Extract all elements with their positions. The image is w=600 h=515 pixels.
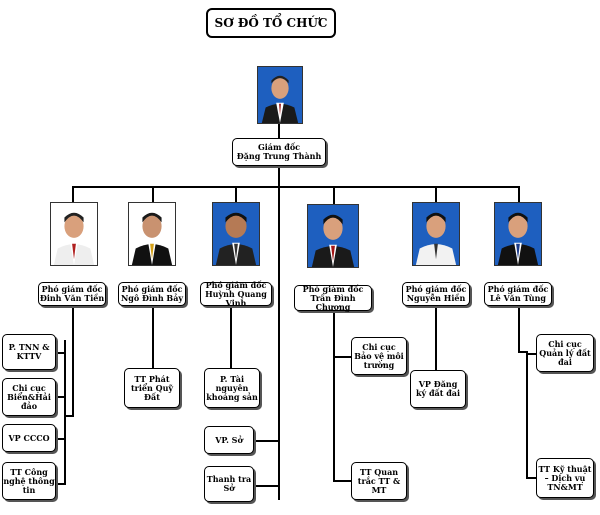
connector-line bbox=[333, 310, 335, 482]
director-name: Đặng Trung Thành bbox=[236, 151, 322, 161]
director-box: Giám đốc Đặng Trung Thành bbox=[232, 138, 326, 166]
unit-chi-cuc-bvmt: Chi cục Bảo vệ môi trường bbox=[351, 337, 407, 375]
unit-vp-so: VP. Sở bbox=[204, 426, 254, 454]
deputy-name: Trần Đình Chương bbox=[310, 292, 356, 312]
connector-line bbox=[56, 438, 66, 440]
connector-line bbox=[526, 353, 536, 355]
deputy-photo-6 bbox=[494, 202, 542, 266]
deputy-role: Phó giám đốc bbox=[487, 284, 549, 294]
unit-p-tai-nguyen: P. Tài nguyên khoáng sản bbox=[204, 368, 260, 408]
deputy-role: Phó giám đốc bbox=[205, 279, 267, 290]
director-photo bbox=[257, 66, 303, 124]
unit-tt-quan-trac: TT Quan trắc TT & MT bbox=[351, 462, 407, 500]
chart-title: SƠ ĐỒ TỔ CHỨC bbox=[206, 8, 336, 38]
connector-line bbox=[278, 124, 280, 138]
connector-line bbox=[56, 396, 66, 398]
deputy-photo-5 bbox=[412, 202, 460, 266]
unit-tt-ky-thuat: TT Kỹ thuật – Dịch vụ TN&MT bbox=[536, 458, 594, 498]
connector-line bbox=[72, 186, 520, 188]
connector-line bbox=[526, 351, 528, 479]
connector-line bbox=[435, 186, 437, 202]
connector-line bbox=[333, 356, 351, 358]
deputy-role: Phó giám đốc bbox=[41, 284, 103, 294]
connector-line bbox=[64, 415, 74, 417]
unit-thanh-tra: Thanh tra Sở bbox=[204, 466, 254, 502]
deputy-name: Nguyễn Hiền bbox=[406, 293, 466, 303]
deputy-name: Ngô Đình Bảy bbox=[120, 293, 184, 303]
unit-tt-phat-trien: TT Phát triển Quỹ Đất bbox=[124, 368, 180, 408]
connector-line bbox=[254, 485, 278, 487]
connector-line bbox=[152, 305, 154, 369]
connector-line bbox=[230, 305, 232, 369]
deputy-role: Phó giám đốc bbox=[302, 283, 364, 294]
unit-tt-cong-nghe: TT Công nghệ thông tin bbox=[2, 462, 56, 500]
deputy-photo-3 bbox=[212, 202, 260, 266]
connector-line bbox=[235, 186, 237, 202]
connector-line bbox=[518, 351, 526, 353]
unit-chi-cuc-bien: Chi cục Biển&Hải đảo bbox=[2, 378, 56, 416]
deputy-name: Lê Văn Tùng bbox=[489, 293, 547, 303]
unit-vp-ccco: VP CCCO bbox=[2, 424, 56, 452]
connector-line bbox=[518, 186, 520, 202]
connector-line bbox=[254, 440, 278, 442]
unit-tnn-kttv: P. TNN & KTTV bbox=[2, 334, 56, 370]
connector-line bbox=[56, 352, 66, 354]
connector-line bbox=[152, 186, 154, 202]
unit-vp-dang-ky: VP Đăng ký đất đai bbox=[410, 370, 466, 408]
connector-line bbox=[333, 480, 351, 482]
connector-line bbox=[518, 305, 520, 353]
deputy-name: Đinh Văn Tiền bbox=[39, 293, 105, 303]
unit-chi-cuc-qldd: Chi cục Quản lý đất đai bbox=[536, 334, 594, 372]
director-role: Giám đốc bbox=[257, 142, 301, 152]
deputy-name: Huỳnh Quang Vinh bbox=[205, 288, 267, 308]
deputy-photo-1 bbox=[50, 202, 98, 266]
deputy-role: Phó giám đốc bbox=[121, 284, 183, 294]
connector-line bbox=[435, 305, 437, 371]
connector-line bbox=[72, 305, 74, 415]
deputy-photo-4 bbox=[307, 204, 359, 268]
deputy-role: Phó giám đốc bbox=[405, 284, 467, 294]
connector-line bbox=[278, 164, 280, 500]
connector-line bbox=[56, 483, 66, 485]
connector-line bbox=[526, 477, 536, 479]
deputy-photo-2 bbox=[128, 202, 176, 266]
connector-line bbox=[64, 340, 66, 485]
connector-line bbox=[72, 186, 74, 202]
connector-line bbox=[333, 186, 335, 204]
